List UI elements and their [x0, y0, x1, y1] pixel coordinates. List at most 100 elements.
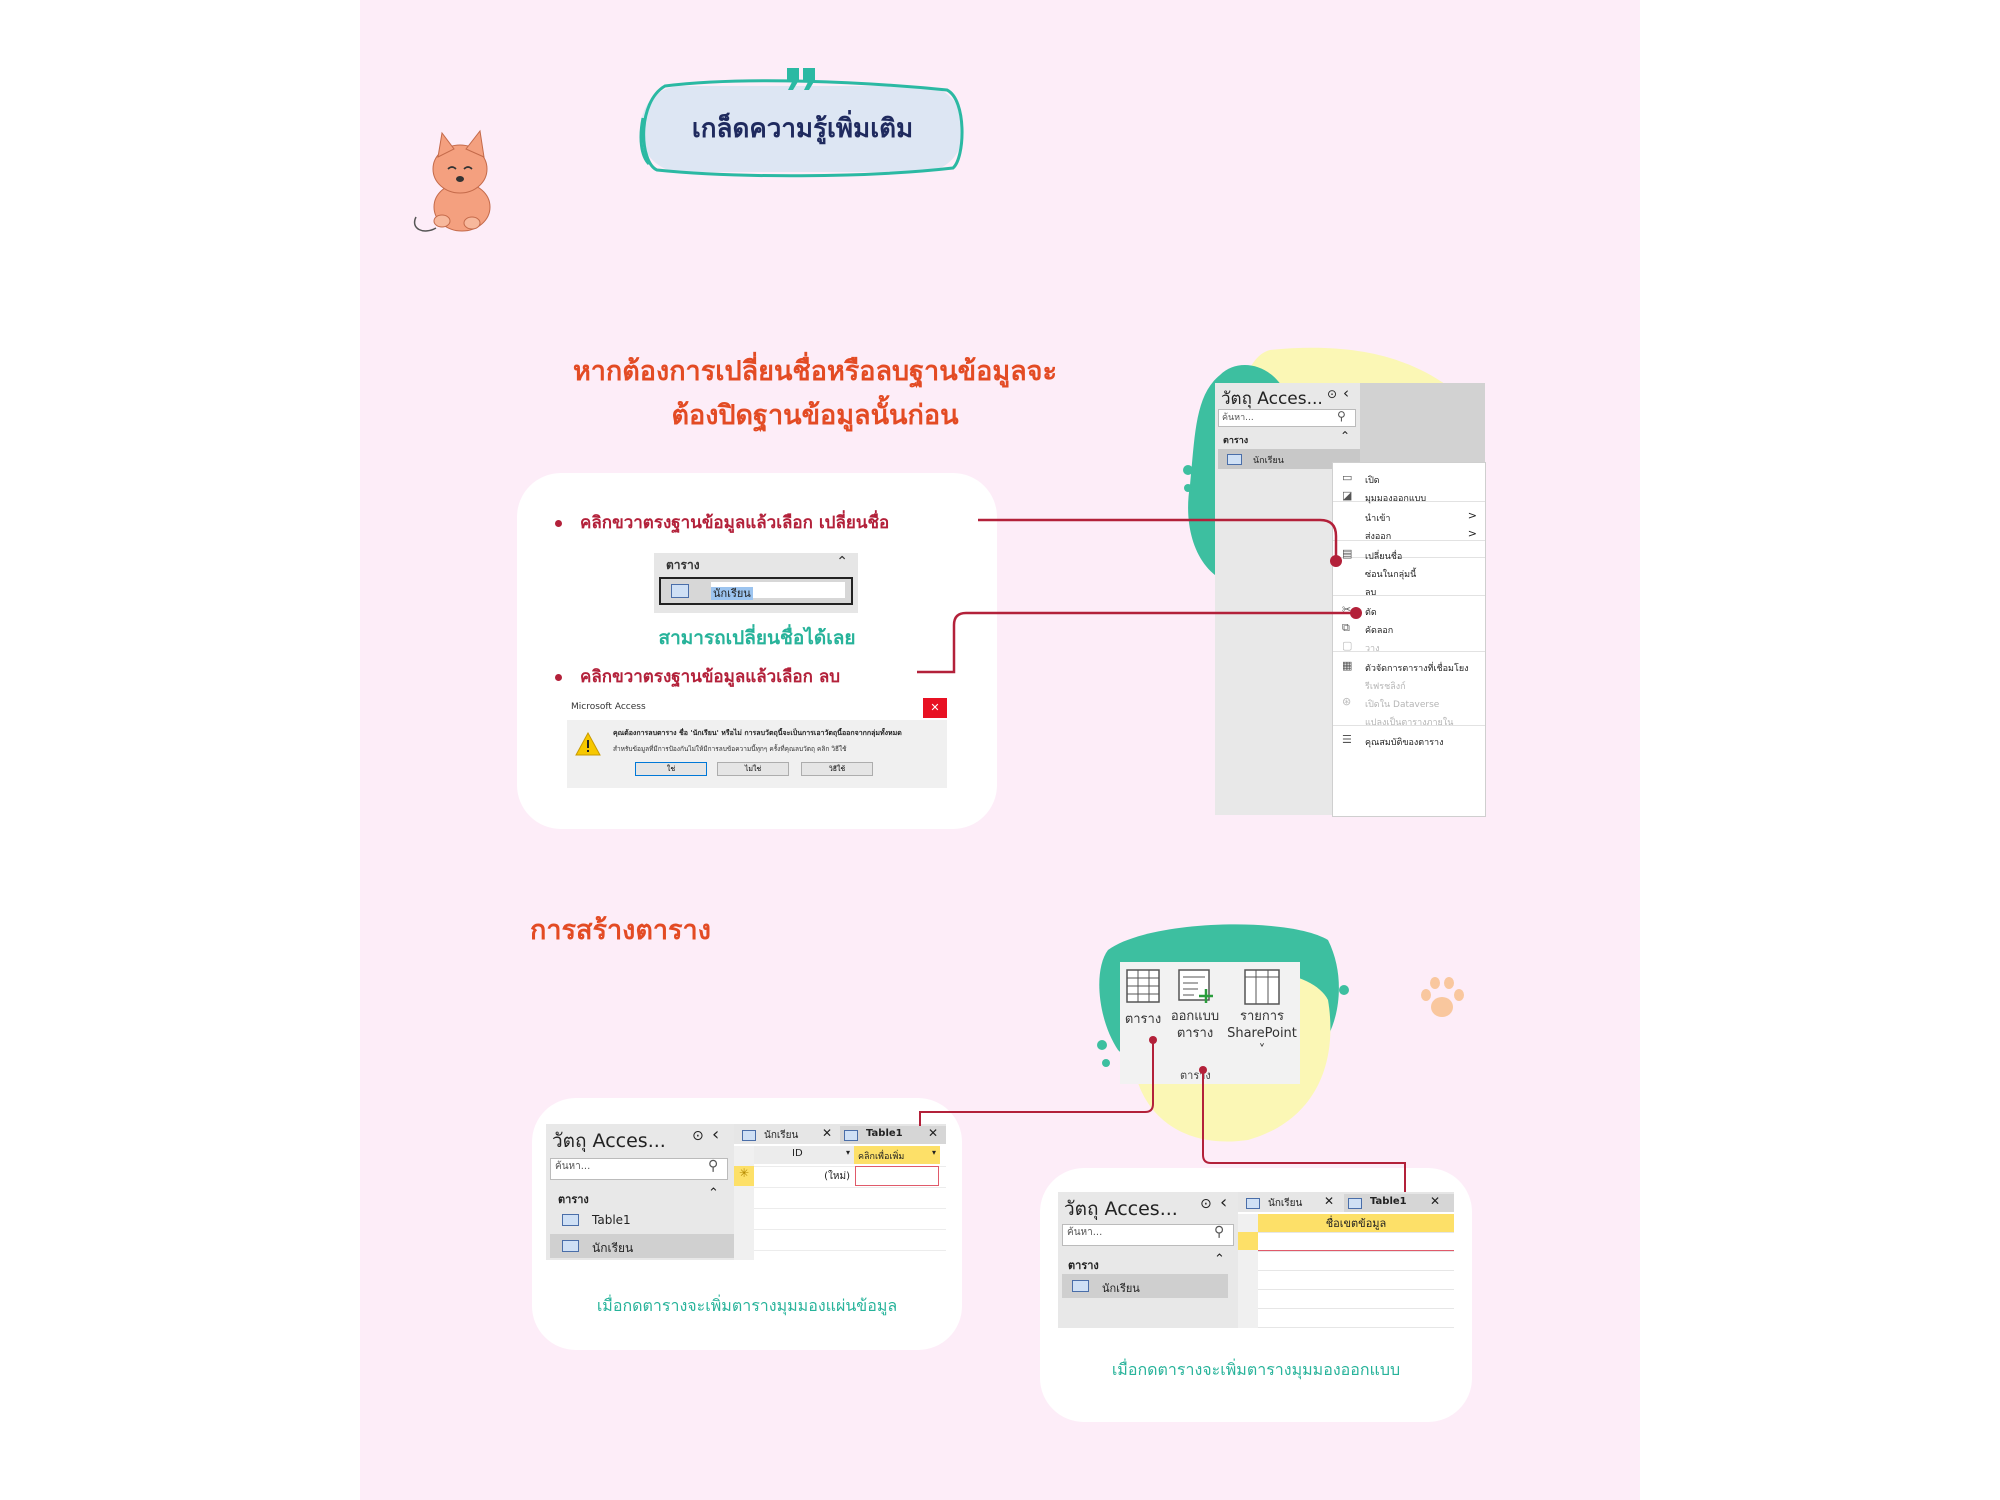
dropdown-circle-icon[interactable]: ⊙	[692, 1128, 704, 1144]
table-design-button[interactable]: ออกแบบตาราง	[1168, 962, 1222, 1042]
menu-item-13[interactable]: แปลงเป็นตารางภายใน	[1333, 713, 1485, 729]
nav-item-students[interactable]: นักเรียน	[1062, 1274, 1228, 1298]
collapse-left-icon[interactable]: ‹	[1220, 1192, 1228, 1213]
new-row-id-cell[interactable]: (ใหม่)	[824, 1171, 850, 1182]
collapse-left-icon[interactable]: ‹	[712, 1124, 720, 1145]
col-header-id[interactable]: ID ▾	[754, 1146, 855, 1164]
menu-item-label: วาง	[1365, 644, 1380, 654]
menu-item-12[interactable]: ⊛เปิดใน Dataverse	[1333, 695, 1485, 711]
new-row-star-icon: ✳	[734, 1166, 754, 1186]
dialog-yes-button[interactable]: ใช่	[635, 762, 707, 776]
chevron-up-icon[interactable]: ⌃	[836, 554, 848, 570]
menu-item-1[interactable]: ◪ มุมมองออกแบบ	[1333, 489, 1485, 505]
dropdown-circle-icon[interactable]: ⊙	[1327, 387, 1338, 401]
chevron-up-icon[interactable]: ⌃	[1214, 1252, 1225, 1267]
bullet-delete: คลิกขวาตรงฐานข้อมูลแล้วเลือก ลบ	[555, 663, 840, 690]
rename-row[interactable]: นักเรียน	[659, 577, 853, 605]
menu-item-8[interactable]: ⧉คัดลอก	[1333, 621, 1485, 637]
table-icon	[1072, 1280, 1089, 1292]
nav-item-students[interactable]: นักเรียน	[1218, 449, 1360, 469]
tab-students[interactable]: นักเรียน ✕	[738, 1126, 838, 1144]
dropdown-arrow-icon[interactable]: ▾	[931, 1148, 936, 1157]
close-tab-icon[interactable]: ✕	[1324, 1194, 1335, 1208]
close-tab-icon[interactable]: ✕	[928, 1126, 939, 1140]
table-button[interactable]: ตาราง	[1120, 962, 1166, 1034]
menu-item-label: แปลงเป็นตารางภายใน	[1365, 718, 1454, 728]
datasheet-screenshot: วัตถุ Acces... ⊙ ‹ ค้นหา... ⚲ ตาราง ⌃ Ta…	[546, 1124, 946, 1260]
nav-item-students[interactable]: นักเรียน	[550, 1234, 734, 1258]
properties-icon: ☰	[1342, 733, 1352, 746]
nav-item-table1[interactable]: Table1	[550, 1208, 734, 1232]
design-nav-title: วัตถุ Acces...	[1064, 1198, 1178, 1220]
nav-pane-title: วัตถุ Acces...	[1221, 389, 1323, 409]
menu-item-label: นำเข้า	[1365, 514, 1391, 524]
dialog-message: คุณต้องการลบตาราง ชื่อ 'นักเรียน' หรือไม…	[613, 729, 902, 737]
tab-table1[interactable]: Table1 ✕	[840, 1126, 946, 1144]
datasheet-nav-title: วัตถุ Acces...	[552, 1130, 666, 1152]
close-tab-icon[interactable]: ✕	[1430, 1194, 1441, 1208]
col-header-field-name[interactable]: ชื่อเขตข้อมูล	[1258, 1214, 1454, 1232]
menu-item-label: รีเฟรชลิงก์	[1365, 682, 1406, 692]
rename-delete-card: คลิกขวาตรงฐานข้อมูลแล้วเลือก เปลี่ยนชื่อ…	[517, 473, 997, 829]
menu-item-10[interactable]: ▦ ตัวจัดการตารางที่เชื่อมโยง	[1333, 659, 1485, 675]
menu-item-4[interactable]: ▤เปลี่ยนชื่อ	[1333, 547, 1485, 563]
linked-table-icon: ▦	[1342, 659, 1353, 672]
menu-item-label: ตัวจัดการตารางที่เชื่อมโยง	[1365, 664, 1469, 674]
nav-group-label: ตาราง	[1223, 436, 1249, 446]
datasheet-view-card: วัตถุ Acces... ⊙ ‹ ค้นหา... ⚲ ตาราง ⌃ Ta…	[532, 1098, 962, 1350]
col-header-add[interactable]: คลิกเพื่อเพิ่ม ▾	[854, 1146, 940, 1164]
dialog-no-button[interactable]: ไม่ใช่	[717, 762, 789, 776]
datasheet-search-input[interactable]: ค้นหา...	[550, 1158, 728, 1180]
close-tab-icon[interactable]: ✕	[822, 1126, 833, 1140]
menu-item-label: คัดลอก	[1365, 626, 1394, 636]
table-icon	[742, 1130, 756, 1141]
menu-item-9[interactable]: ▢วาง	[1333, 639, 1485, 655]
chevron-up-icon[interactable]: ⌃	[708, 1186, 719, 1201]
chevron-right-icon: >	[1467, 527, 1477, 540]
table-icon	[671, 584, 689, 598]
menu-item-0[interactable]: ▭เปิด	[1333, 471, 1485, 487]
menu-item-label: ตัด	[1365, 608, 1377, 618]
field-name-cell[interactable]	[1258, 1232, 1454, 1251]
menu-item-3[interactable]: ส่งออก>	[1333, 527, 1485, 543]
menu-item-label: มุมมองออกแบบ	[1365, 494, 1427, 504]
nav-search-input[interactable]: ค้นหา...	[1218, 409, 1356, 427]
table-icon	[1227, 454, 1242, 465]
section2-heading: การสร้างตาราง	[530, 915, 711, 946]
section1-heading: หากต้องการเปลี่ยนชื่อหรือลบฐานข้อมูลจะ ต…	[530, 350, 1100, 438]
menu-item-label: เปิด	[1365, 476, 1380, 486]
title-badge: เกล็ดความรู้เพิ่มเติม	[635, 68, 970, 178]
rename-group-label: ตาราง	[666, 558, 700, 572]
cat-mascot-icon	[413, 129, 491, 232]
rename-input[interactable]: นักเรียน	[711, 582, 845, 600]
menu-item-2[interactable]: นำเข้า >	[1333, 509, 1485, 525]
table-icon	[562, 1240, 579, 1252]
collapse-left-icon[interactable]: ‹	[1343, 384, 1349, 402]
design-view-icon: ◪	[1342, 489, 1353, 502]
section1-heading-line2: ต้องปิดฐานข้อมูลนั้นก่อน	[671, 400, 959, 431]
design-search-input[interactable]: ค้นหา...	[1062, 1224, 1234, 1246]
chevron-up-icon[interactable]: ⌃	[1340, 429, 1351, 443]
new-row-add-cell[interactable]	[855, 1166, 939, 1186]
dropdown-arrow-icon[interactable]: ▾	[845, 1148, 850, 1157]
menu-item-label: เปิดใน Dataverse	[1365, 700, 1440, 710]
design-group-label: ตาราง	[1068, 1259, 1099, 1272]
row-selector[interactable]	[1238, 1232, 1258, 1250]
tab-table1[interactable]: Table1 ✕	[1344, 1194, 1454, 1212]
search-icon: ⚲	[1337, 409, 1346, 423]
menu-item-11[interactable]: รีเฟรชลิงก์	[1333, 677, 1485, 693]
dropdown-circle-icon[interactable]: ⊙	[1200, 1196, 1212, 1212]
menu-item-6[interactable]: ลบ	[1333, 583, 1485, 599]
bullet-rename: คลิกขวาตรงฐานข้อมูลแล้วเลือก เปลี่ยนชื่อ	[555, 509, 889, 536]
chevron-right-icon: >	[1467, 509, 1477, 522]
menu-item-7[interactable]: ✂ตัด	[1333, 603, 1485, 619]
close-icon[interactable]: ✕	[923, 698, 947, 718]
menu-item-label: เปลี่ยนชื่อ	[1365, 552, 1403, 562]
design-caption: เมื่อกดตารางจะเพิ่มตารางมุมมองออกแบบ	[1111, 1360, 1401, 1379]
menu-item-14[interactable]: ☰คุณสมบัติของตาราง	[1333, 733, 1485, 749]
menu-item-5[interactable]: ซ่อนในกลุ่มนี้	[1333, 565, 1485, 581]
table-icon	[562, 1214, 579, 1226]
tab-students[interactable]: นักเรียน ✕	[1242, 1194, 1342, 1212]
dialog-help-button[interactable]: วิธีใช้	[801, 762, 873, 776]
